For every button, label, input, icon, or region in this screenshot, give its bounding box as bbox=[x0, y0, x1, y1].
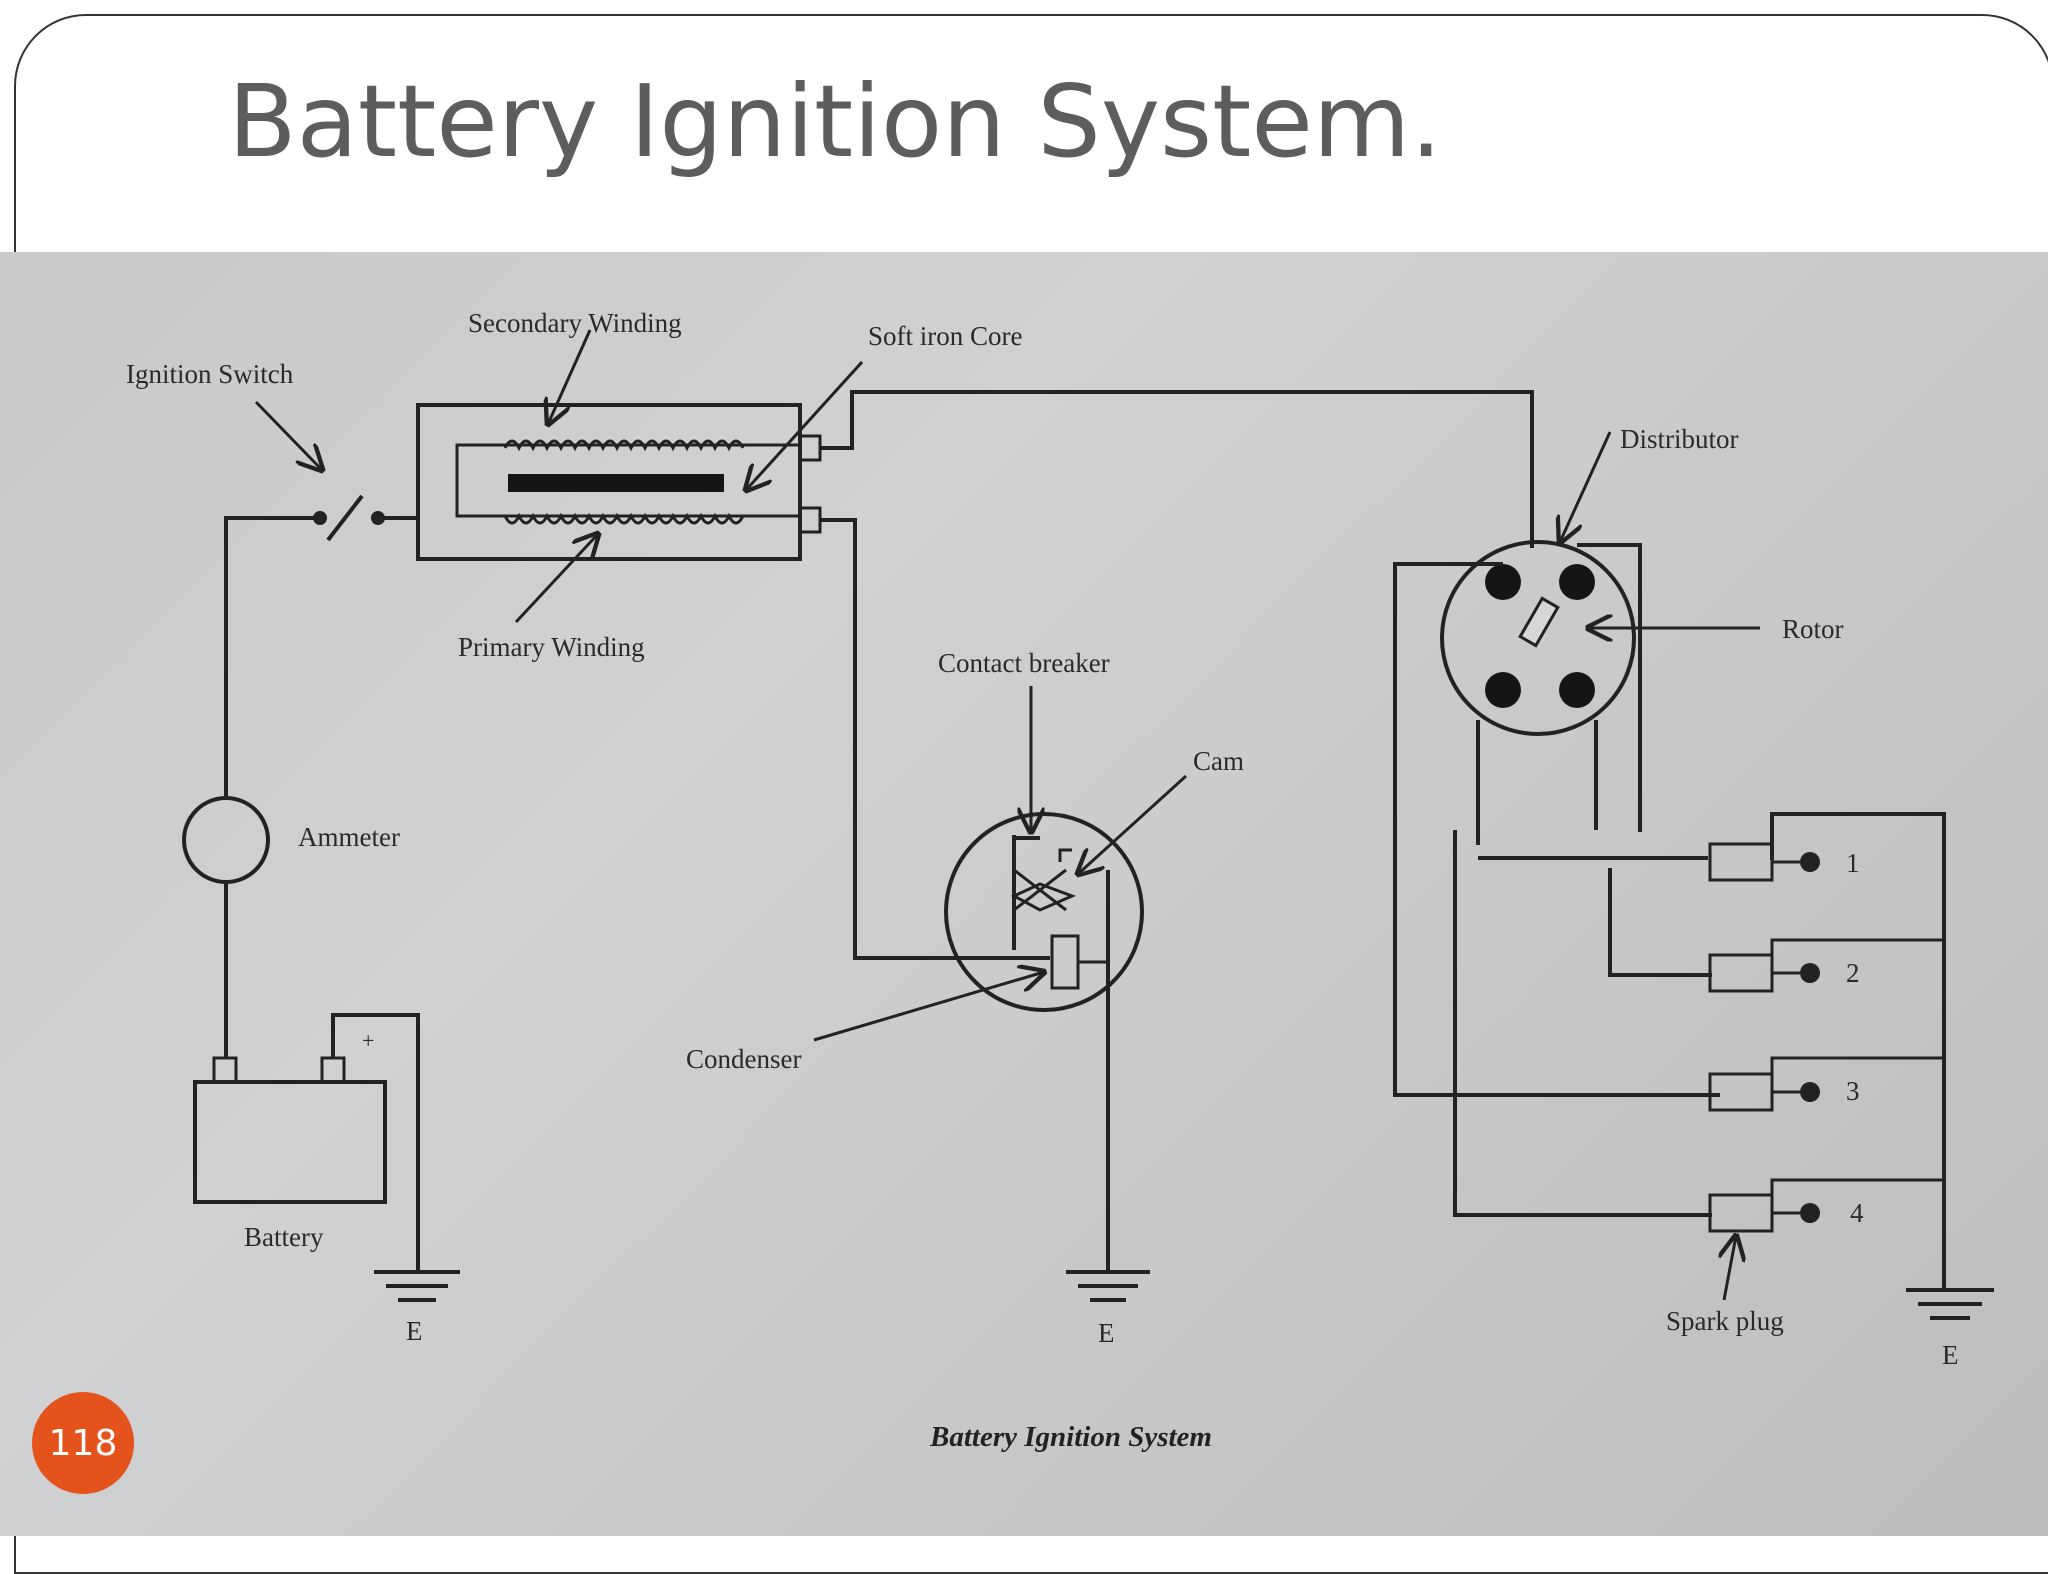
wire-coil-distributor bbox=[820, 390, 1534, 548]
coil-terminal-bottom bbox=[798, 506, 822, 534]
diagram-caption: Battery Ignition System bbox=[929, 1421, 1212, 1453]
label-plug-2: 2 bbox=[1846, 958, 1860, 988]
secondary-winding-coil bbox=[503, 439, 745, 452]
page-number-badge: 118 bbox=[32, 1392, 134, 1494]
label-plug-3: 3 bbox=[1846, 1076, 1860, 1106]
label-soft-iron-core: Soft iron Core bbox=[868, 321, 1023, 351]
label-ammeter: Ammeter bbox=[298, 822, 400, 852]
label-spark-plug: Spark plug bbox=[1666, 1306, 1784, 1336]
distributor-symbol bbox=[1393, 540, 1720, 1217]
label-earth-breaker: E bbox=[1098, 1318, 1115, 1348]
label-plug-1: 1 bbox=[1846, 848, 1860, 878]
wire-coil-contact-breaker bbox=[820, 518, 1050, 960]
battery-symbol bbox=[193, 1013, 460, 1302]
label-rotor: Rotor bbox=[1782, 614, 1844, 644]
label-cam: Cam bbox=[1193, 746, 1244, 776]
label-battery-plus: + bbox=[362, 1028, 374, 1053]
ammeter-symbol bbox=[182, 796, 270, 884]
pointer-arrows bbox=[254, 329, 1760, 1301]
slide-title: Battery Ignition System. bbox=[228, 63, 1443, 180]
primary-winding-coil bbox=[503, 512, 745, 525]
contact-breaker-symbol bbox=[944, 812, 1150, 1302]
ignition-switch bbox=[313, 494, 418, 542]
label-earth-plugs: E bbox=[1942, 1340, 1959, 1370]
label-battery: Battery bbox=[244, 1222, 324, 1252]
label-secondary-winding: Secondary Winding bbox=[468, 308, 682, 338]
soft-iron-core-bar bbox=[508, 474, 724, 492]
label-ignition-switch: Ignition Switch bbox=[126, 359, 294, 389]
spark-plugs bbox=[1708, 812, 1994, 1320]
ignition-diagram: Ignition Switch Secondary Winding Soft i… bbox=[126, 308, 1994, 1453]
coil-terminal-top bbox=[798, 434, 822, 462]
diagram-photo: Ignition Switch Secondary Winding Soft i… bbox=[0, 252, 2048, 1536]
label-contact-breaker: Contact breaker bbox=[938, 648, 1110, 678]
wire-switch-ammeter bbox=[224, 516, 320, 798]
label-plug-4: 4 bbox=[1850, 1198, 1864, 1228]
ignition-coil bbox=[416, 403, 822, 561]
label-condenser: Condenser bbox=[686, 1044, 801, 1074]
label-primary-winding: Primary Winding bbox=[458, 632, 645, 662]
label-earth-battery: E bbox=[406, 1316, 423, 1346]
label-distributor: Distributor bbox=[1620, 424, 1739, 454]
